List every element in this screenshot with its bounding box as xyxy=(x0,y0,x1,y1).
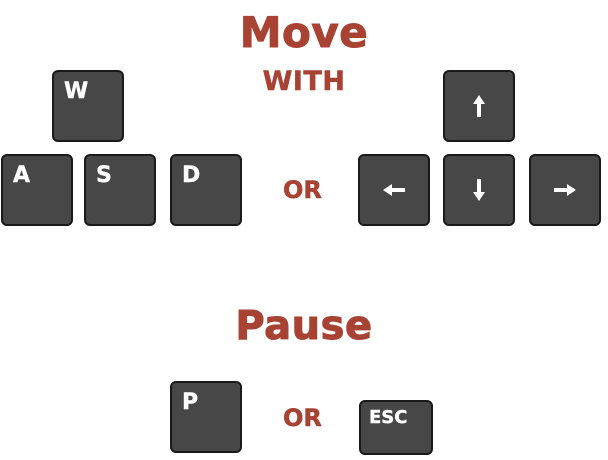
key-d: D xyxy=(170,154,242,226)
key-left-arrow xyxy=(358,154,430,226)
left-arrow-icon xyxy=(383,184,405,196)
key-w: W xyxy=(52,70,124,142)
key-d-label: D xyxy=(182,163,201,188)
down-arrow-icon xyxy=(473,179,485,201)
key-s: S xyxy=(84,154,156,226)
key-p: P xyxy=(170,381,242,453)
key-w-label: W xyxy=(64,79,89,104)
pause-title: Pause xyxy=(235,303,373,349)
key-down-arrow xyxy=(443,154,515,226)
right-arrow-icon xyxy=(554,184,576,196)
key-s-label: S xyxy=(96,163,112,188)
with-subtitle: with xyxy=(262,66,346,97)
key-up-arrow xyxy=(443,70,515,142)
key-esc: ESC xyxy=(359,400,433,455)
key-a-label: A xyxy=(13,163,31,188)
move-title: Move xyxy=(239,8,369,57)
up-arrow-icon xyxy=(473,95,485,117)
pause-or-separator: OR xyxy=(283,404,322,432)
key-right-arrow xyxy=(529,154,601,226)
key-a: A xyxy=(1,154,73,226)
key-p-label: P xyxy=(182,390,199,415)
move-or-separator: OR xyxy=(283,176,322,204)
key-esc-label: ESC xyxy=(369,407,408,428)
